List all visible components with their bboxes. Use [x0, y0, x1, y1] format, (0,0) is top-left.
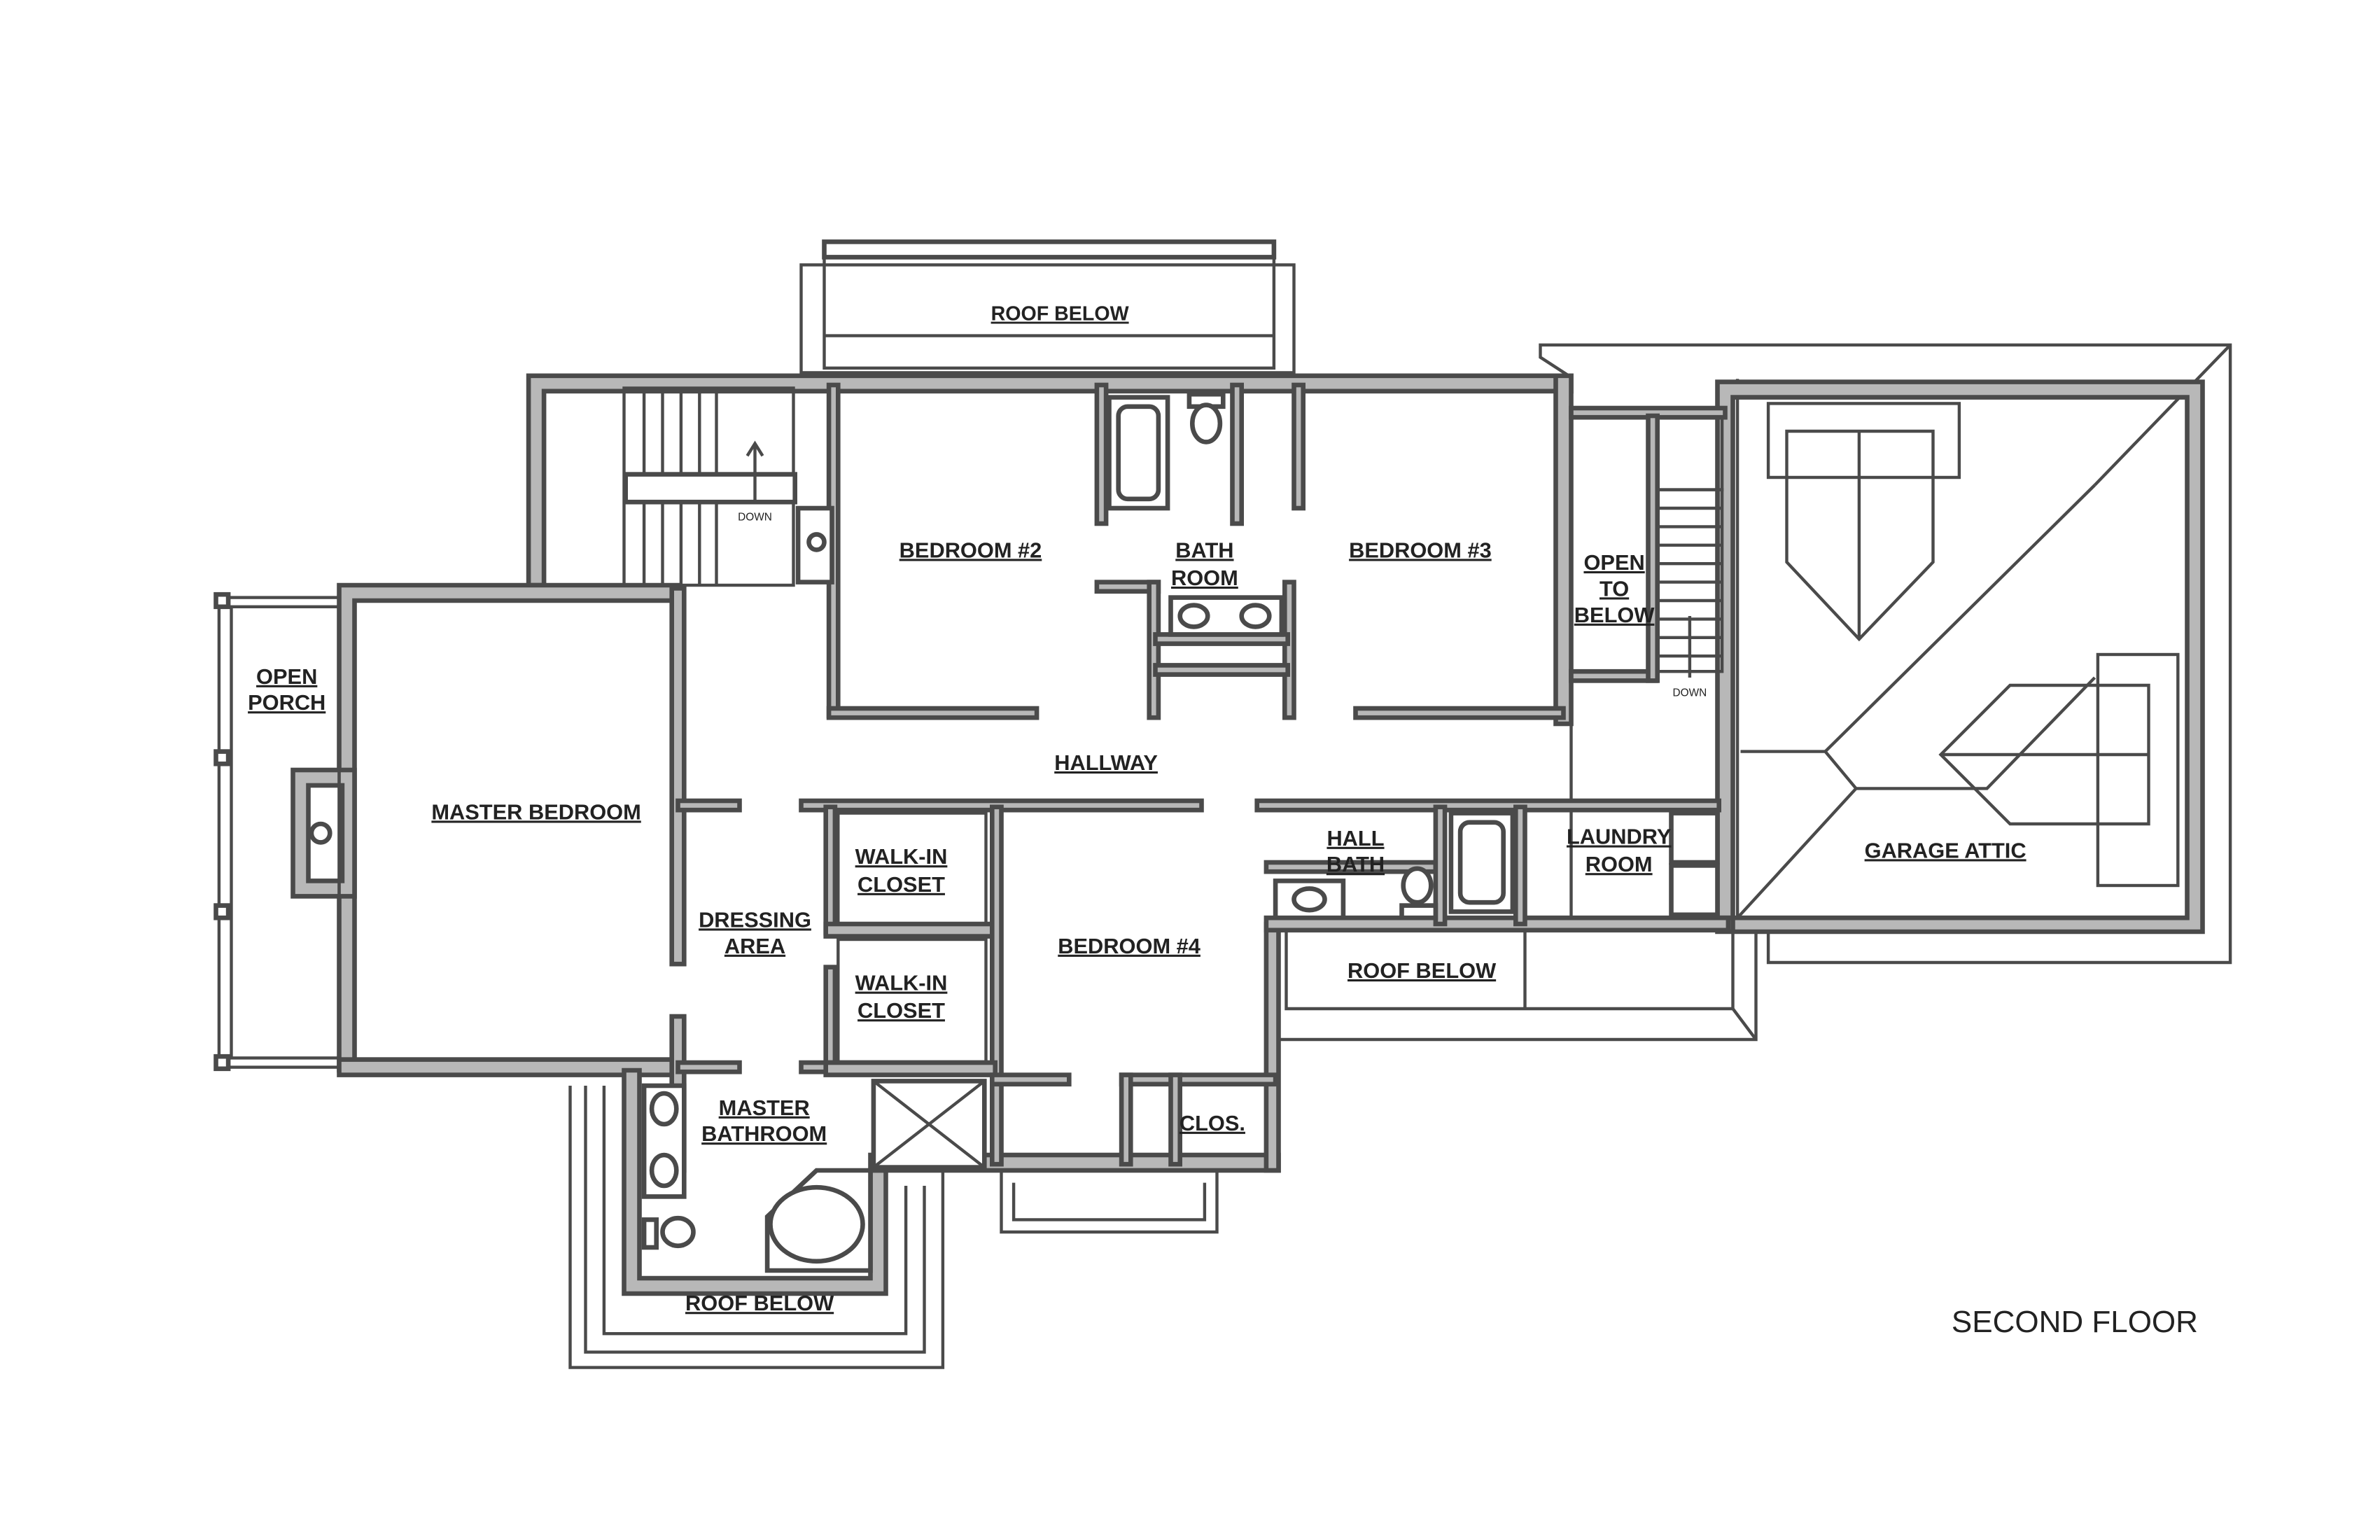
label-laundry-room-2: ROOM [1586, 852, 1653, 876]
label-hallway: HALLWAY [1054, 750, 1158, 775]
label-open-to-below-2: TO [1600, 576, 1629, 601]
label-open-to-below-1: OPEN [1583, 550, 1644, 575]
label-master-bedroom: MASTER BEDROOM [431, 799, 640, 824]
label-bath-room-1: BATH [1175, 538, 1233, 562]
label-stair-down-right: DOWN [1673, 687, 1707, 699]
label-laundry-room-1: LAUNDRY [1567, 825, 1672, 849]
roof-outline-mid [1273, 932, 1758, 1042]
label-hall-bath-1: HALL [1326, 826, 1384, 850]
label-bath-room-2: ROOM [1171, 566, 1238, 590]
label-roof-below-mid: ROOF BELOW [1348, 958, 1497, 983]
label-bedroom-3: BEDROOM #3 [1349, 538, 1492, 562]
label-bedroom-4: BEDROOM #4 [1058, 934, 1200, 958]
open-porch [214, 592, 341, 1072]
label-walkin-closet-a-1: WALK-IN [855, 844, 948, 869]
label-bedroom-2: BEDROOM #2 [899, 538, 1042, 562]
page-title: SECOND FLOOR [1952, 1305, 2198, 1339]
label-open-porch-1: OPEN [256, 664, 317, 689]
label-open-to-below-3: BELOW [1574, 603, 1656, 627]
room-labels: ROOF BELOW BEDROOM #2 BATH ROOM BEDROOM … [248, 303, 2198, 1339]
label-roof-below-top: ROOF BELOW [991, 303, 1129, 326]
exterior-walls [290, 373, 2205, 1296]
fixtures [641, 391, 1720, 1273]
label-dressing-area-1: DRESSING [699, 907, 811, 932]
label-walkin-closet-b-2: CLOSET [858, 998, 945, 1023]
label-garage-attic: GARAGE ATTIC [1865, 838, 2026, 862]
label-dressing-area-2: AREA [724, 934, 785, 958]
label-stair-down-left: DOWN [738, 512, 772, 524]
label-hall-bath-2: BATH [1326, 852, 1385, 876]
label-roof-below-bottom: ROOF BELOW [685, 1291, 834, 1315]
label-open-porch-2: PORCH [248, 690, 326, 715]
roof-outline-top [799, 239, 1296, 374]
label-walkin-closet-a-2: CLOSET [858, 872, 945, 897]
label-master-bathroom-1: MASTER [719, 1096, 810, 1120]
stair-left [622, 386, 834, 587]
roof-outline-bottom [568, 1086, 1219, 1369]
label-clos: CLOS. [1180, 1111, 1245, 1135]
interior-walls [669, 382, 1728, 1173]
stair-right [1656, 419, 1724, 678]
label-master-bathroom-2: BATHROOM [701, 1121, 827, 1146]
label-walkin-closet-b-1: WALK-IN [855, 971, 948, 995]
